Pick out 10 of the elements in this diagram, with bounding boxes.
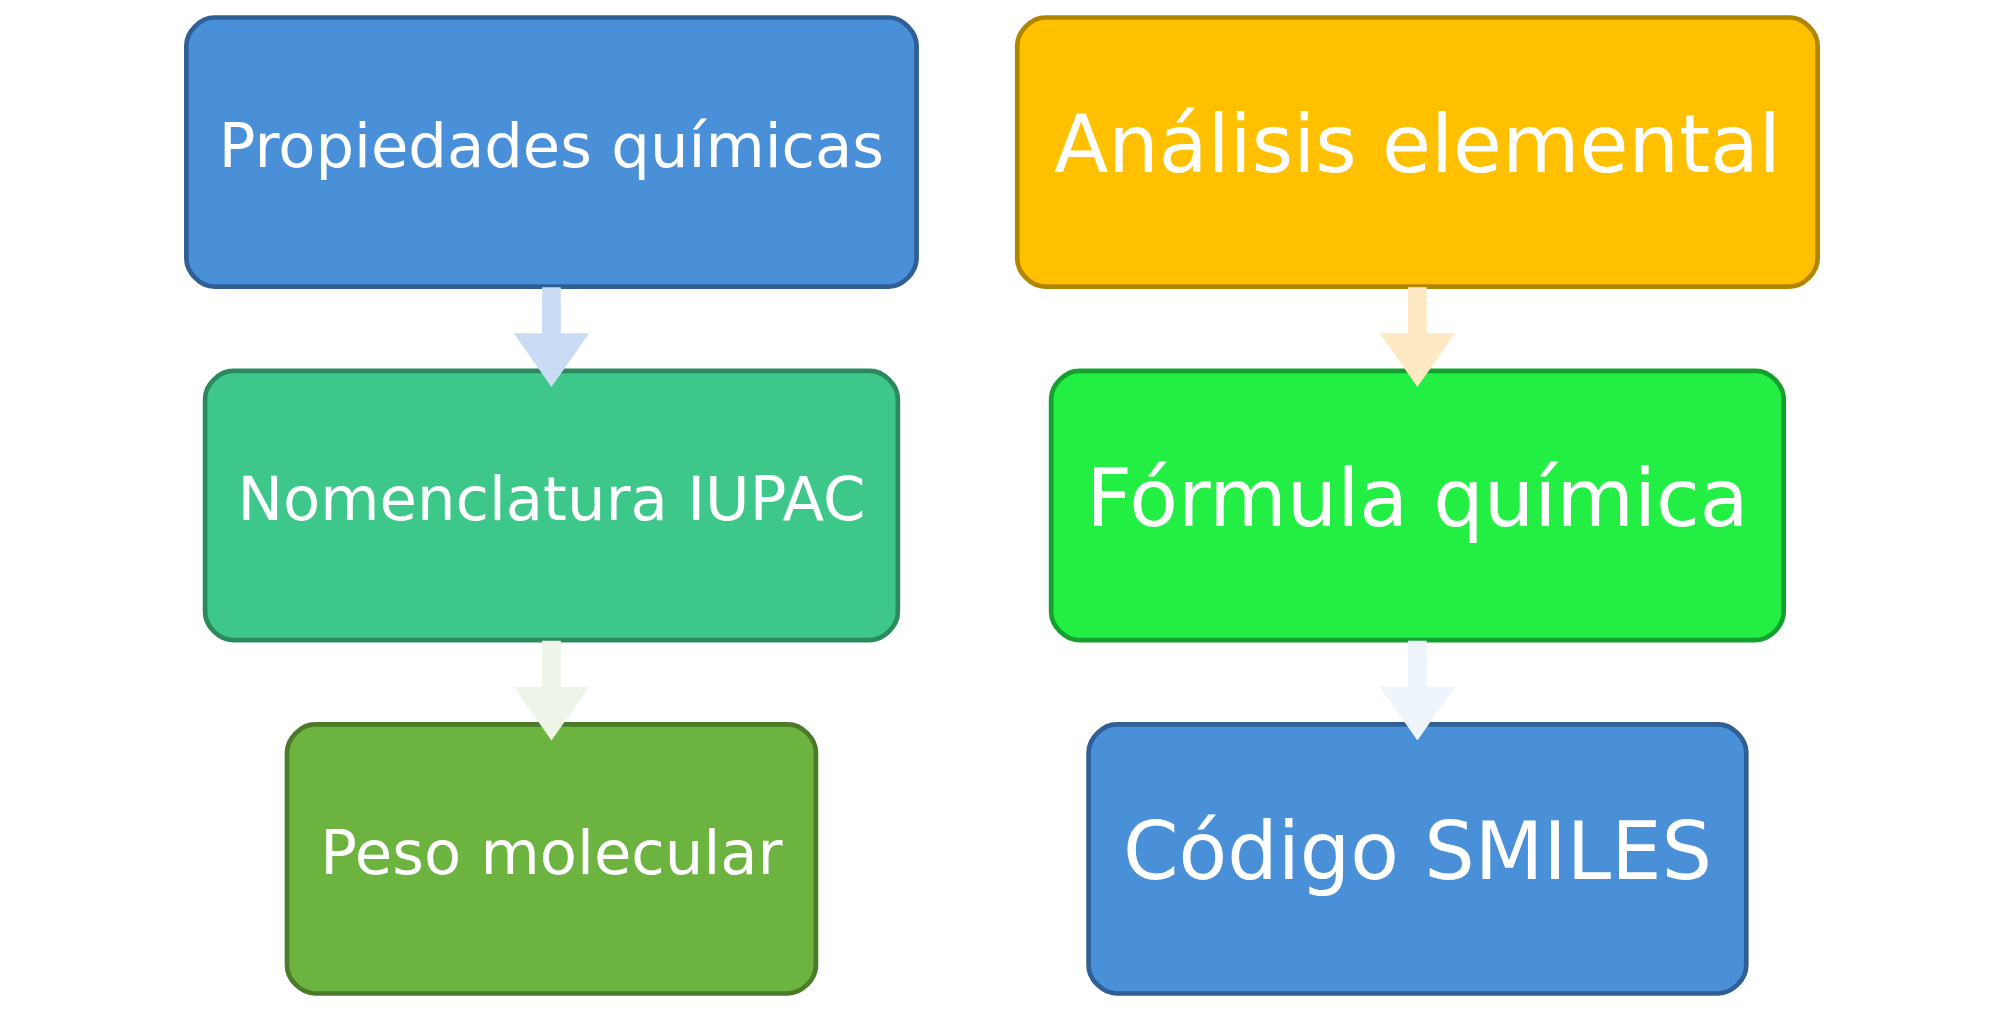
arrow [513, 287, 589, 387]
node-box: Análisis elemental [1014, 15, 1820, 289]
arrow [1379, 287, 1455, 387]
node-box: Fórmula química [1048, 368, 1786, 643]
node-box: Código SMILES [1085, 722, 1749, 996]
arrow [513, 640, 589, 741]
node-box: Nomenclatura IUPAC [202, 368, 900, 643]
node-box: Peso molecular [284, 722, 818, 996]
node-box: Propiedades químicas [183, 15, 919, 289]
arrow [1379, 640, 1455, 741]
